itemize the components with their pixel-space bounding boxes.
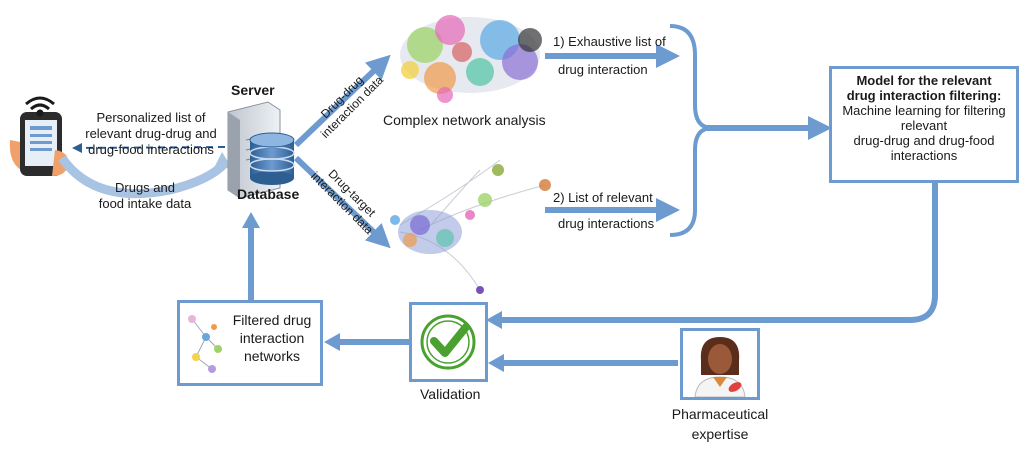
filtered-label-1: Filtered drug [232, 312, 312, 328]
expertise-label-2: expertise [691, 426, 749, 442]
drug-target-arrow [293, 155, 391, 249]
personalized-list-label-1: Personalized list of [96, 110, 206, 125]
expertise-label-1: Pharmaceutical [671, 406, 769, 422]
model-body-3: drug-drug and drug-food [853, 133, 995, 148]
personalized-list-label-2: relevant drug-drug and [85, 126, 217, 141]
pharmacist-icon [694, 337, 746, 398]
model-box: Model for the relevant drug interaction … [829, 66, 1019, 183]
exhaustive-list-label-2: drug interaction [558, 62, 648, 77]
pharmacist-box [680, 328, 760, 400]
filtered-label-3: networks [243, 348, 301, 364]
exhaustive-list-label-1: 1) Exhaustive list of [553, 34, 666, 49]
drug-drug-arrow [293, 54, 391, 148]
smartphone-hand-icon [9, 112, 69, 176]
filtered-networks-box: Filtered drug interaction networks [177, 300, 323, 386]
database-label: Database [237, 186, 300, 202]
personalized-list-label-3: drug-food interactions [88, 142, 214, 157]
validation-label: Validation [420, 386, 481, 402]
model-to-validation-arrow [498, 182, 938, 323]
model-body-1: Machine learning for filtering [842, 103, 1006, 118]
validation-box [409, 302, 488, 382]
mini-network-icon [188, 315, 222, 373]
server-title: Server [231, 82, 275, 98]
database-icon [249, 132, 295, 185]
model-body-4: interactions [890, 148, 958, 163]
intake-data-arrow [58, 155, 229, 199]
model-title-2: drug interaction filtering: [846, 88, 1002, 103]
model-body-2: relevant [900, 118, 948, 133]
relevant-list-label-2: drug interactions [558, 216, 655, 231]
filtered-label-2: interaction [239, 330, 305, 346]
complex-network-image [400, 15, 542, 103]
relevant-network-image [390, 159, 551, 294]
relevant-list-label-1: 2) List of relevant [553, 190, 653, 205]
wifi-icon [25, 96, 55, 117]
complex-network-label: Complex network analysis [383, 112, 546, 128]
intake-label-2: food intake data [98, 196, 192, 211]
intake-label-1: Drugs and [115, 180, 175, 195]
personalized-list-arrow [71, 146, 226, 149]
checkmark-icon [420, 314, 476, 370]
model-title-1: Model for the relevant [856, 73, 992, 88]
